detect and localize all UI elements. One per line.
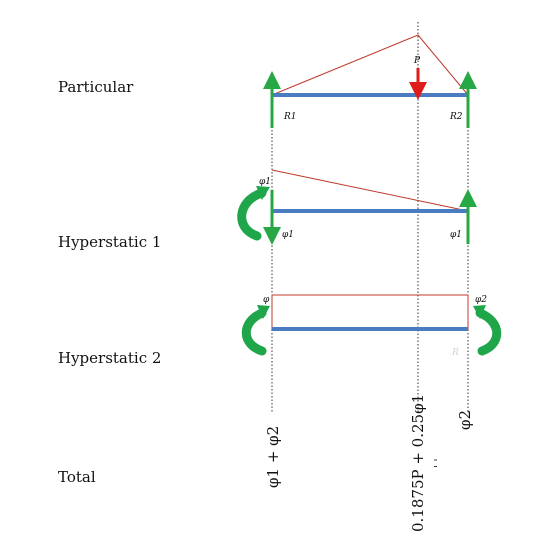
reaction-label-right: R2 — [449, 112, 463, 122]
label-right-hyperstatic-1: φ1 — [450, 230, 462, 240]
row-label-particular: Particular — [58, 78, 134, 96]
label-left-hyperstatic-1: φ1 — [282, 230, 294, 240]
row-label-hyperstatic-1: Hyperstatic 1 — [58, 233, 161, 251]
total-left: φ1 + φ2 — [264, 426, 282, 488]
moment-arrowhead-icon-right — [473, 305, 486, 319]
total-marks: ' ' — [432, 458, 445, 468]
label-left-hyperstatic-2: φ — [263, 295, 270, 305]
moment-diagram-particular — [271, 34, 469, 96]
faded-label-hyperstatic-2: R — [451, 348, 459, 358]
reaction-label-left: R1 — [283, 112, 297, 122]
moment-diagram-hyperstatic-2 — [271, 294, 469, 330]
moment-arrowhead-icon-left — [257, 305, 270, 319]
load-label: P — [413, 56, 421, 66]
moment-label-top: φ1 — [259, 177, 271, 187]
moment-arrow-icon-right — [475, 308, 502, 356]
row-label-hyperstatic-2: Hyperstatic 2 — [58, 349, 161, 367]
moment-arrowhead-icon-hyperstatic-1 — [256, 186, 270, 200]
total-middle: 0.1875P + 0.25φ1 — [409, 394, 427, 532]
total-right: φ2 — [456, 410, 474, 430]
moment-arrow-icon-hyperstatic-1 — [237, 188, 267, 241]
moment-arrow-icon-left — [241, 308, 267, 356]
row-label-total: Total — [58, 468, 96, 486]
label-right-hyperstatic-2: φ2 — [475, 295, 487, 305]
moment-diagram-hyperstatic-1 — [271, 169, 469, 212]
